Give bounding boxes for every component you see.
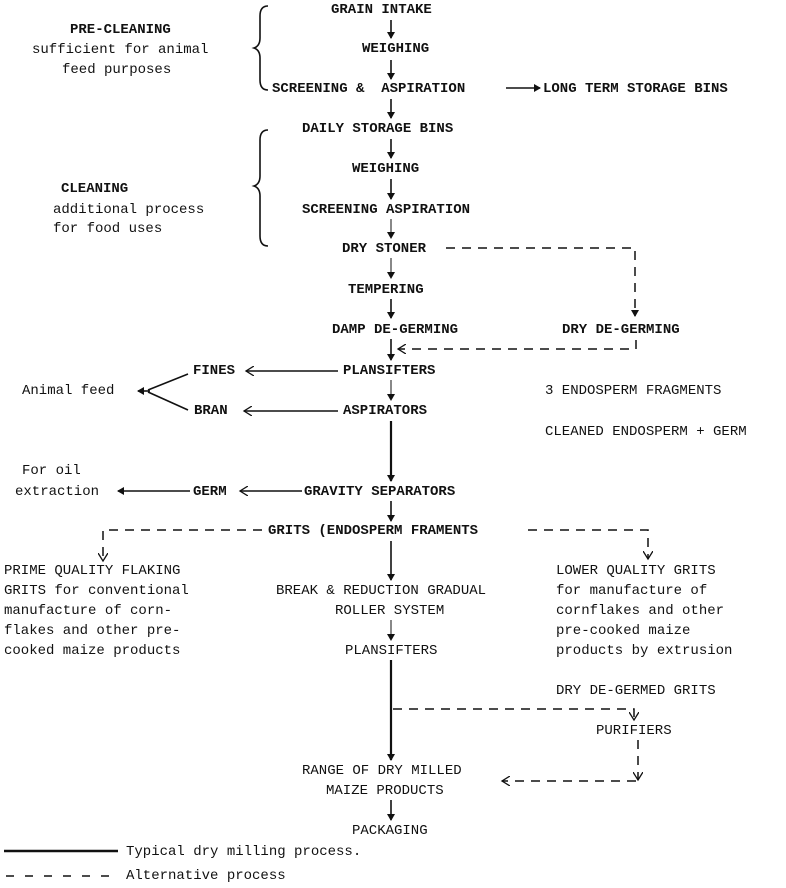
node-screening-aspiration-2: SCREENING ASPIRATION [302, 202, 471, 218]
break-reduction-line1: BREAK & REDUCTION GRADUAL [276, 583, 487, 599]
range-products-line2: MAIZE PRODUCTS [326, 783, 444, 799]
node-bran: BRAN [194, 403, 228, 419]
node-screening-aspiration-1: SCREENING & ASPIRATION [272, 81, 466, 97]
prime-quality-line5: cooked maize products [4, 643, 181, 659]
node-tempering: TEMPERING [348, 282, 424, 298]
dashed-dry-degerming-return [398, 340, 637, 349]
node-for-oil-1: For oil [22, 463, 81, 479]
dashed-grits-to-lower [528, 529, 648, 559]
brace-cleaning [251, 129, 269, 247]
cleaning-line1: additional process [53, 202, 205, 218]
prime-quality-line1: PRIME QUALITY FLAKING [4, 563, 181, 579]
node-for-oil-2: extraction [15, 484, 100, 500]
lower-quality-line3: cornflakes and other [556, 603, 725, 619]
lower-quality-line1: LOWER QUALITY GRITS [556, 563, 716, 579]
node-plansifters-2: PLANSIFTERS [345, 643, 438, 659]
node-weighing-2: WEIGHING [352, 161, 420, 177]
node-packaging: PACKAGING [352, 823, 428, 839]
node-dry-degerming: DRY DE-GERMING [562, 322, 680, 338]
prime-quality-line3: manufacture of corn- [4, 603, 173, 619]
pre-cleaning-line1: sufficient for animal [32, 42, 209, 58]
line-bran-feed [147, 391, 189, 411]
brace-pre-cleaning [251, 5, 269, 91]
cleaning-line2: for food uses [53, 221, 163, 237]
range-products-line1: RANGE OF DRY MILLED [302, 763, 462, 779]
note-endosperm-fragments: 3 ENDOSPERM FRAGMENTS [545, 383, 722, 399]
node-germ: GERM [193, 484, 227, 500]
node-purifiers: PURIFIERS [596, 723, 672, 739]
node-damp-degerming: DAMP DE-GERMING [332, 322, 459, 338]
pre-cleaning-title: PRE-CLEANING [70, 22, 171, 38]
legend-solid-label: Typical dry milling process. [126, 844, 362, 860]
node-plansifters-1: PLANSIFTERS [343, 363, 436, 379]
note-cleaned-endosperm: CLEANED ENDOSPERM + GERM [545, 424, 747, 440]
lower-quality-line2: for manufacture of [556, 583, 708, 599]
cleaning-title: CLEANING [61, 181, 129, 197]
node-animal-feed: Animal feed [22, 383, 115, 399]
node-fines: FINES [193, 363, 236, 379]
node-gravity-separators: GRAVITY SEPARATORS [304, 484, 456, 500]
prime-quality-line2: GRITS for conventional [4, 583, 189, 599]
node-dry-degermed-grits: DRY DE-GERMED GRITS [556, 683, 716, 699]
dashed-to-purifiers [393, 708, 634, 720]
node-grits: GRITS (ENDOSPERM FRAMENTS [268, 523, 479, 539]
dashed-grits-to-prime [103, 529, 262, 561]
pre-cleaning-line2: feed purposes [62, 62, 172, 78]
lower-quality-line4: pre-cooked maize [556, 623, 691, 639]
break-reduction-line2: ROLLER SYSTEM [335, 603, 445, 619]
lower-quality-line5: products by extrusion [556, 643, 733, 659]
prime-quality-line4: flakes and other pre- [4, 623, 181, 639]
dashed-stoner-to-dry-degerming [446, 247, 639, 317]
node-daily-storage: DAILY STORAGE BINS [302, 121, 454, 137]
node-weighing-1: WEIGHING [362, 41, 430, 57]
legend-dashed-label: Alternative process [126, 868, 286, 884]
node-dry-stoner: DRY STONER [342, 241, 427, 257]
node-grain-intake: GRAIN INTAKE [331, 2, 432, 18]
line-fines-feed [147, 373, 189, 391]
node-long-term-storage: LONG TERM STORAGE BINS [543, 81, 728, 97]
node-aspirators: ASPIRATORS [343, 403, 428, 419]
